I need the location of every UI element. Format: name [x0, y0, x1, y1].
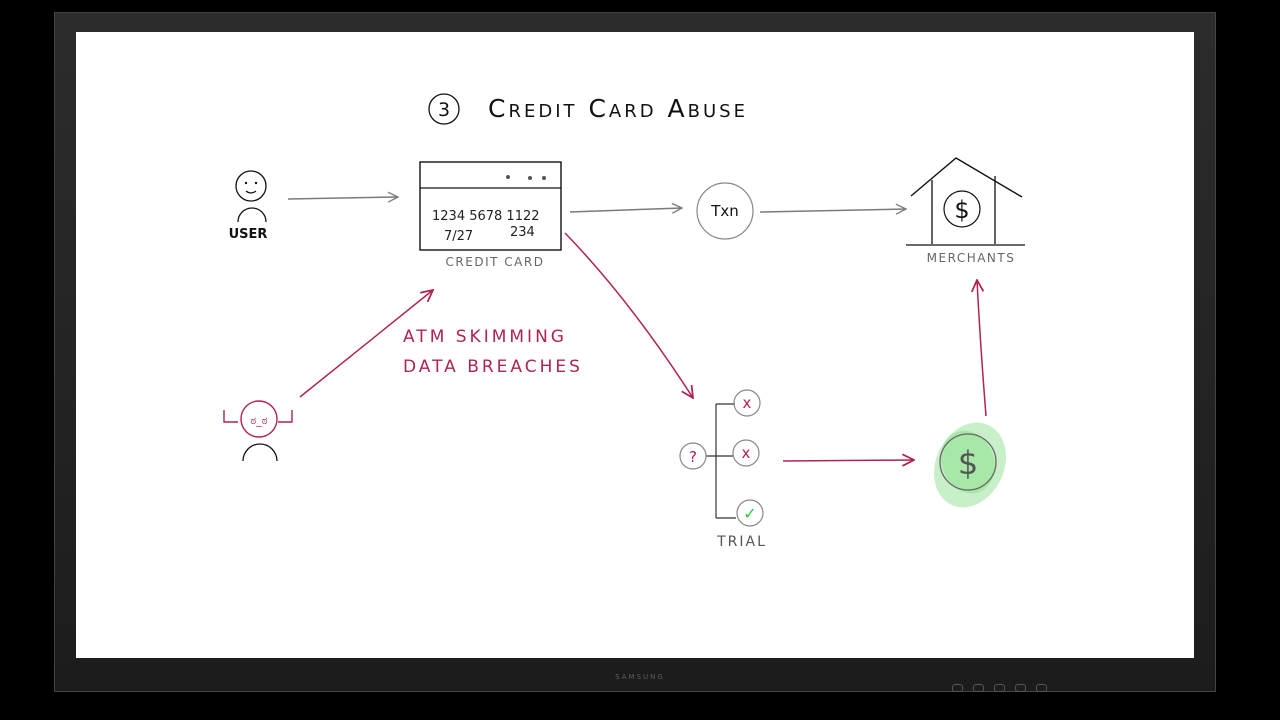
attacker-face: ಠ_ಠ	[250, 414, 267, 427]
trial-fail-mark: x	[743, 394, 752, 412]
arrow-attacker-to-card	[299, 290, 433, 398]
title-number: 3	[438, 99, 450, 121]
user-icon	[235, 170, 267, 223]
trial-label: TRIAL	[716, 534, 767, 550]
page-title: Credit Card Abuse	[488, 94, 748, 123]
attack-note-data-breaches: DATA BREACHES	[403, 357, 583, 377]
trial-question-mark: ?	[689, 448, 697, 466]
trial-success-mark: ✓	[743, 504, 756, 523]
monitor-control-button	[1036, 684, 1048, 692]
monitor-control-button	[973, 684, 985, 692]
attacker-icon	[223, 400, 293, 462]
monitor-control-button	[952, 684, 963, 692]
merchant-store-icon	[906, 157, 1025, 246]
monitor-controls	[952, 677, 1052, 696]
monitor-control-button	[994, 684, 1006, 692]
user-label: USER	[229, 227, 268, 242]
arrow-trial-to-money	[782, 460, 914, 461]
txn-circle	[696, 182, 754, 240]
arrow-card-to-txn	[569, 208, 682, 212]
arrow-user-to-card	[287, 197, 398, 199]
monitor-brand: SAMSUNG	[615, 673, 665, 681]
trial-tree	[679, 389, 764, 527]
merchants-label: MERCHANTS	[927, 251, 1016, 265]
credit-card	[419, 161, 562, 251]
merchant-dollar-sign: $	[954, 196, 969, 224]
trial-fail-mark: x	[742, 444, 751, 462]
whiteboard-screen	[76, 32, 1194, 658]
card-number: 1234 5678 1122	[432, 209, 540, 224]
card-expiry: 7/27	[444, 229, 473, 244]
monitor-control-button	[1015, 684, 1027, 692]
arrow-txn-to-merchants	[759, 209, 906, 212]
card-cvv: 234	[510, 225, 535, 240]
arrow-card-to-trial	[564, 232, 693, 398]
attack-note-atm-skimming: ATM SKIMMING	[403, 327, 567, 347]
title-number-badge: 3	[428, 93, 460, 125]
txn-label: Txn	[710, 202, 739, 220]
money-icon	[934, 422, 1006, 508]
money-dollar-sign: $	[958, 444, 978, 482]
credit-card-label: CREDIT CARD	[446, 255, 545, 269]
arrow-money-to-merchants	[977, 280, 987, 417]
